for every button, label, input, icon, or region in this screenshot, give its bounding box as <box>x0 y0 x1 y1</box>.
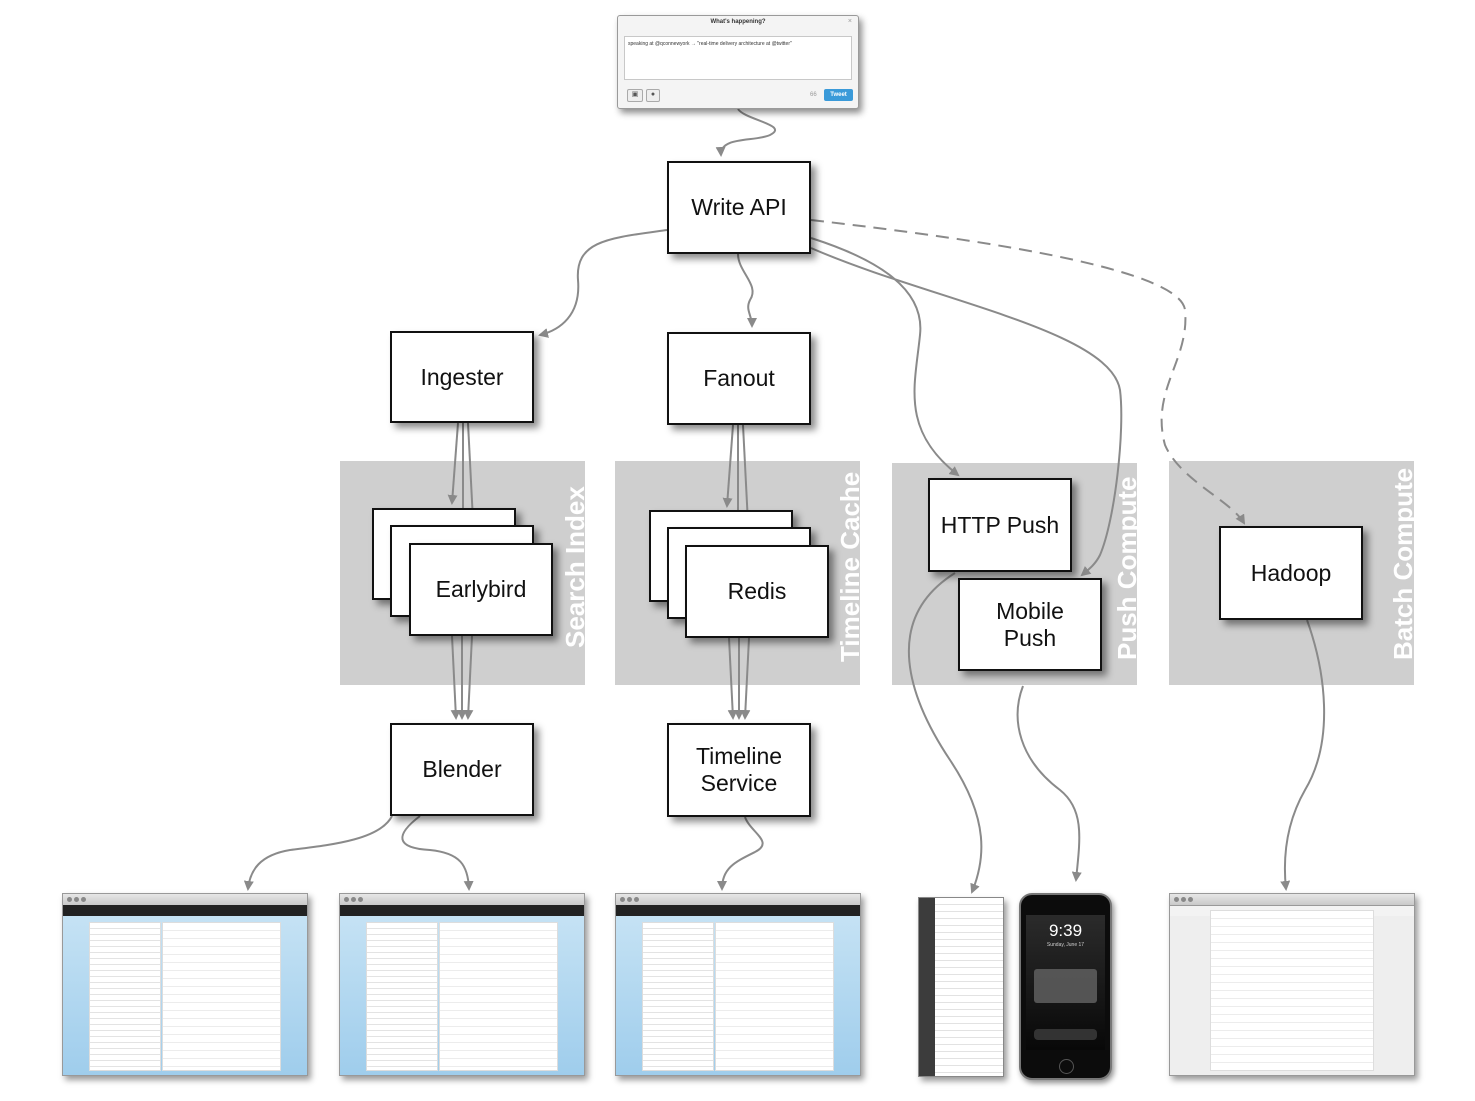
iphone-date: Sunday, June 17 <box>1046 942 1085 948</box>
node-redis: Redis <box>685 545 829 638</box>
web-client-home-timeline-screenshot <box>615 893 861 1076</box>
unlock-slider <box>1034 1029 1097 1040</box>
timeline-cache-label: Timeline Cache <box>835 471 865 662</box>
iphone-lockscreen: 9:39 Sunday, June 17 <box>1019 893 1112 1080</box>
tweet-text-input[interactable]: speaking at @qconnewyork → "real-time de… <box>624 36 852 80</box>
push-compute-label: Push Compute <box>1112 476 1142 660</box>
node-blender: Blender <box>390 723 534 816</box>
node-http-push: HTTP Push <box>928 478 1072 572</box>
web-client-discover-screenshot <box>62 893 308 1076</box>
node-fanout: Fanout <box>667 332 811 425</box>
arrow-write-api-to-ingester <box>538 229 668 338</box>
arrow-mobile-push-to-iphone <box>1016 685 1082 882</box>
location-pin-icon[interactable]: ● <box>646 89 660 102</box>
camera-icon[interactable]: ▣ <box>627 89 643 102</box>
tweet-composer-title: What's happening? <box>710 19 766 25</box>
desktop-client-screenshot <box>918 897 1004 1077</box>
batch-compute-label: Batch Compute <box>1388 467 1418 660</box>
node-timeline-service: Timeline Service <box>667 723 811 817</box>
home-button-icon <box>1059 1059 1074 1074</box>
arrow-timeline-to-web-home <box>717 816 764 891</box>
char-count: 66 <box>810 92 817 98</box>
node-write-api: Write API <box>667 161 811 254</box>
tweet-composer: What's happening? × speaking at @qconnew… <box>617 15 859 109</box>
push-notification <box>1034 969 1097 1003</box>
node-mobile-push: Mobile Push <box>958 578 1102 671</box>
search-index-label: Search Index <box>560 486 590 648</box>
close-icon[interactable]: × <box>847 18 852 25</box>
node-earlybird: Earlybird <box>409 543 553 636</box>
arrow-write-api-to-fanout <box>737 253 757 328</box>
arrow-write-api-to-http-push <box>810 237 960 477</box>
arrow-blender-to-web-search <box>243 815 393 891</box>
iphone-time: 9:39 <box>1048 921 1083 940</box>
email-digest-screenshot <box>1169 893 1415 1076</box>
arrow-blender-to-web-discover <box>401 815 474 891</box>
web-client-search-screenshot <box>339 893 585 1076</box>
iphone-screen: 9:39 Sunday, June 17 <box>1026 915 1105 1050</box>
tweet-button[interactable]: Tweet <box>824 89 853 101</box>
node-ingester: Ingester <box>390 331 534 423</box>
node-hadoop: Hadoop <box>1219 526 1363 620</box>
arrow-tweet-to-write-api <box>715 108 776 157</box>
